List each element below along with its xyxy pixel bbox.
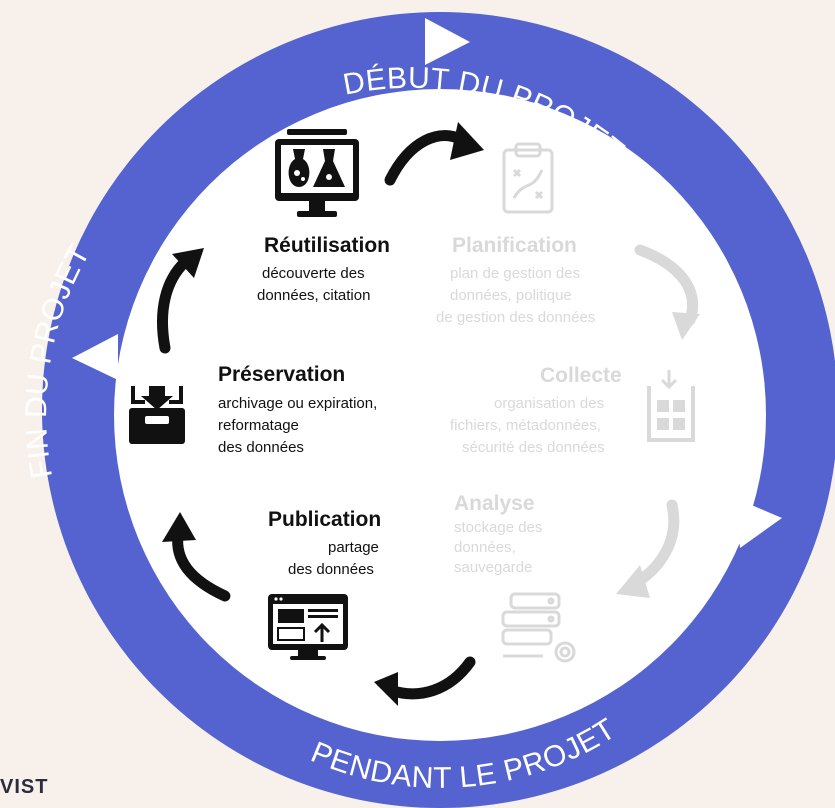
inner-disc [114, 89, 766, 741]
archive-download-icon [129, 386, 185, 444]
stage-publication-desc-2: des données [288, 561, 374, 578]
stage-preservation-desc-3: des données [218, 439, 304, 456]
stage-planification-desc-1: plan de gestion des [450, 265, 581, 282]
stage-planification-desc-3: de gestion des données [436, 309, 596, 326]
ring-marker-left [72, 334, 118, 380]
stage-analyse-desc-3: sauvegarde [454, 559, 533, 576]
arrow-collect-to-analyse [616, 499, 680, 598]
stage-reutilisation-desc-2: données, citation [257, 287, 371, 304]
ring-marker-top [425, 18, 470, 65]
web-monitor-icon [268, 594, 348, 660]
stage-publication-desc-1: partage [328, 539, 379, 556]
brand-logo: VIST [0, 776, 49, 798]
stage-collecte-desc-1: organisation des [494, 395, 605, 412]
stage-collecte-desc-2: fichiers, métadonnées, [450, 417, 601, 434]
stage-planification-title: Planification [452, 234, 577, 257]
stage-reutilisation-desc-1: découverte des [262, 265, 365, 282]
flask-monitor-icon [275, 129, 359, 217]
stage-preservation-desc-1: archivage ou expiration, [218, 395, 378, 412]
stage-planification-desc-2: données, politique [450, 287, 572, 304]
stage-publication-title: Publication [268, 508, 382, 531]
stage-analyse-desc-2: données, [454, 539, 516, 556]
server-gear-icon [501, 592, 576, 663]
stage-preservation-desc-2: reformatage [218, 417, 299, 434]
stage-preservation-title: Préservation [218, 363, 346, 386]
sorting-box-icon [647, 370, 695, 442]
arrow-preserve-to-reuse [157, 248, 204, 354]
ring-marker-right [735, 498, 782, 548]
stage-collecte-title: Collecte [540, 364, 622, 387]
arrow-publish-to-preserve [162, 512, 231, 602]
stage-analyse-desc-1: stockage des [454, 519, 543, 536]
stage-reutilisation-title: Réutilisation [264, 234, 391, 257]
stage-analyse-title: Analyse [454, 492, 535, 515]
stage-collecte-desc-3: sécurité des données [462, 439, 605, 456]
arrow-reuse-to-plan [384, 122, 484, 186]
arrow-plan-to-collect [634, 244, 700, 340]
clipboard-plan-icon [502, 142, 554, 214]
arrow-analyse-to-publish [374, 656, 476, 706]
